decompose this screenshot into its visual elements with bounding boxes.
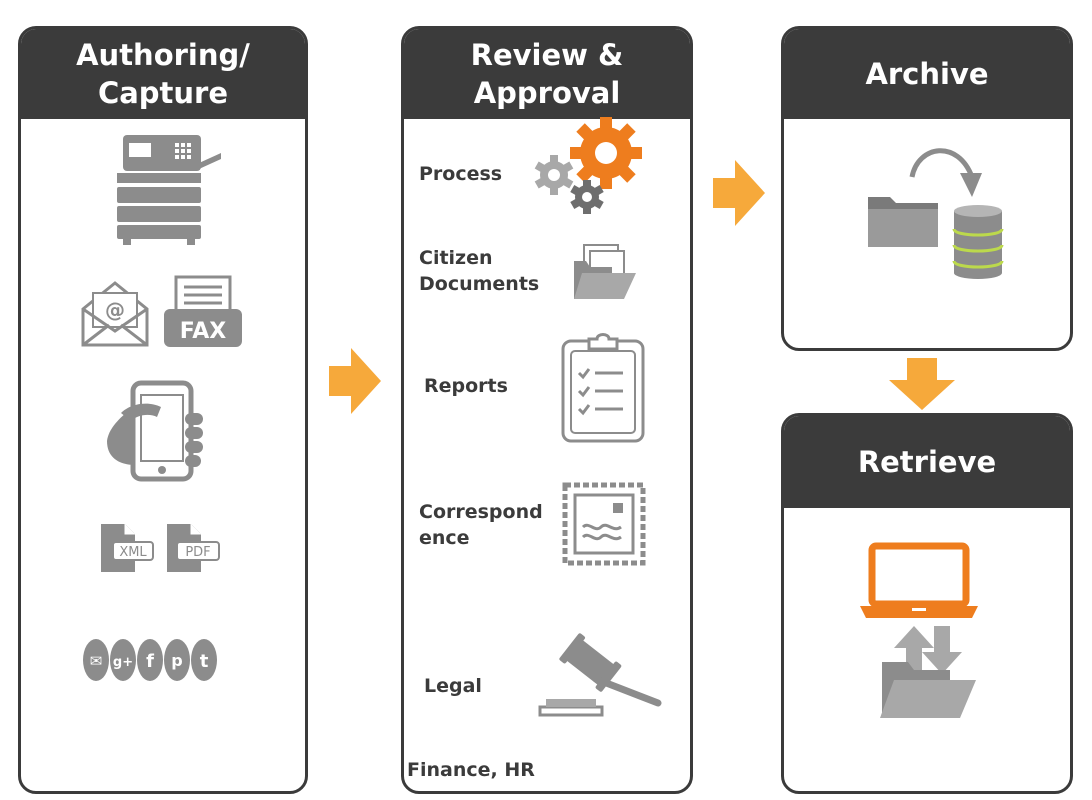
fax-text: FAX: [180, 319, 227, 344]
multifunction-printer-icon: [117, 135, 221, 245]
laptop-icon: [860, 542, 978, 618]
legal-label: Legal: [424, 675, 482, 697]
pdf-file-icon: PDF: [167, 524, 220, 572]
xml-text: XML: [119, 545, 147, 560]
mobile-phone-icon: [107, 380, 203, 482]
review-approval-title: Review & Approval: [470, 38, 624, 110]
process-label: Process: [419, 163, 503, 185]
pdf-text: PDF: [185, 545, 210, 560]
social-pinterest-glyph: p: [171, 651, 182, 670]
gears-icon: [534, 117, 642, 214]
review-approval-header: Review & Approval: [404, 29, 690, 119]
postage-stamp-icon: [562, 482, 646, 566]
email-at-symbol: @: [105, 298, 125, 322]
email-icon: @: [81, 281, 149, 347]
upload-download-folder-icon: [880, 626, 976, 718]
curved-arrow-icon: [909, 148, 982, 197]
finance-hr-footer: Finance, HR: [407, 759, 535, 781]
retrieve-panel: Retrieve: [781, 413, 1073, 794]
retrieve-header: Retrieve: [784, 416, 1070, 508]
citizen-documents-label: Citizen Documents: [419, 247, 540, 295]
authoring-capture-header: Authoring/ Capture: [21, 29, 305, 119]
archive-title: Archive: [865, 57, 989, 91]
folder-icon: [868, 197, 938, 247]
review-approval-panel: Review & Approval Process: [401, 26, 693, 794]
social-media-icons: ✉ g+ f p t: [83, 639, 217, 681]
correspondence-label: Correspond ence: [419, 501, 543, 549]
folder-documents-icon: [574, 244, 636, 299]
authoring-capture-title: Authoring/ Capture: [76, 38, 250, 110]
archive-panel: Archive: [781, 26, 1073, 351]
social-twitter-glyph: t: [200, 651, 209, 672]
social-facebook-glyph: f: [146, 651, 154, 672]
fax-icon: FAX: [164, 275, 242, 347]
social-gplus-glyph: g+: [113, 655, 133, 670]
clipboard-checklist-icon: [561, 333, 645, 443]
arrow-down-icon: [889, 358, 955, 410]
reports-label: Reports: [424, 375, 508, 397]
authoring-capture-panel: Authoring/ Capture @ FAX: [18, 26, 308, 794]
xml-file-icon: XML: [101, 524, 154, 572]
arrow-right-icon: [329, 348, 381, 414]
social-mail-glyph: ✉: [90, 652, 103, 670]
archive-header: Archive: [784, 29, 1070, 119]
retrieve-title: Retrieve: [857, 445, 997, 479]
database-icon: [952, 205, 1004, 279]
arrow-right-icon: [713, 160, 765, 226]
gavel-icon: [538, 633, 662, 717]
